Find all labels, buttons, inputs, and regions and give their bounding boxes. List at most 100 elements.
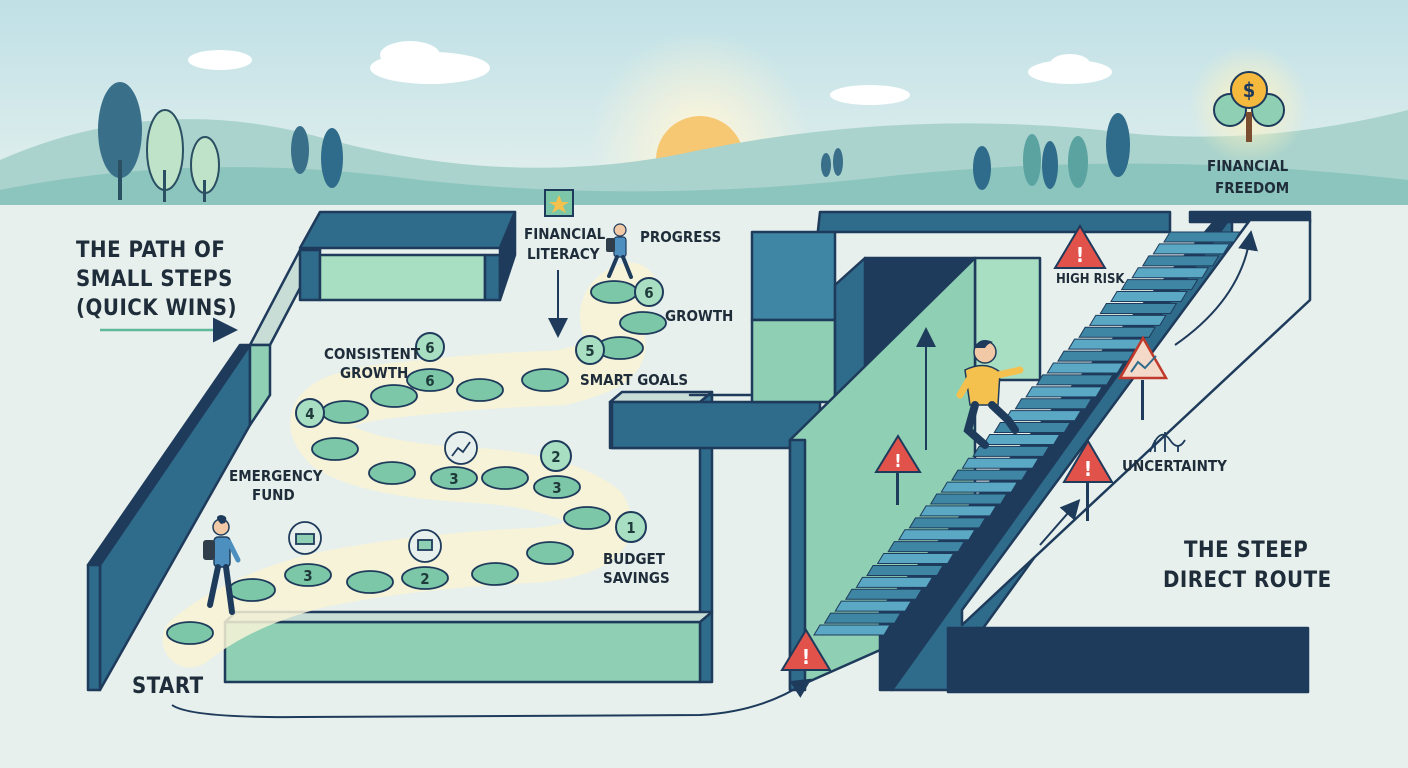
step-labels: FINANCIAL LITERACY PROGRESS GROWTH SMART… <box>229 225 733 587</box>
svg-text:UNCERTAINTY: UNCERTAINTY <box>1122 457 1227 475</box>
svg-text:PROGRESS: PROGRESS <box>640 228 721 246</box>
svg-text:FUND: FUND <box>252 486 295 504</box>
stepping-stones <box>166 280 667 645</box>
svg-text:FREEDOM: FREEDOM <box>1215 179 1289 197</box>
stone-number-3: 3 <box>552 479 561 497</box>
stair-step <box>1120 279 1199 291</box>
stair-step <box>897 529 976 541</box>
progress-person-icon <box>606 223 633 279</box>
stair-step <box>972 445 1050 457</box>
stair-step <box>919 505 997 517</box>
warning-icon: ! <box>1053 224 1107 269</box>
svg-text:GROWTH: GROWTH <box>340 364 408 382</box>
stair-step <box>1067 338 1146 350</box>
stepping-stone <box>563 506 611 530</box>
coins-icon <box>408 529 442 563</box>
star-badge-icon <box>544 189 574 217</box>
svg-text:SMALL STEPS: SMALL STEPS <box>76 267 233 292</box>
stair-step <box>1088 314 1167 326</box>
left-title: THE PATH OF SMALL STEPS (QUICK WINS) <box>76 238 237 321</box>
svg-text:THE PATH OF: THE PATH OF <box>76 238 225 263</box>
stair-step <box>1014 398 1093 410</box>
badge-6: 6 <box>415 332 445 362</box>
stair-step <box>940 481 1019 493</box>
svg-text:6: 6 <box>644 284 653 302</box>
stair-step <box>1057 350 1135 362</box>
stepping-stone <box>526 541 574 565</box>
stair-step <box>887 541 966 553</box>
stepping-stone <box>406 368 454 392</box>
stair-step <box>1131 267 1210 279</box>
stair-step <box>1025 386 1104 398</box>
svg-text:BUDGET: BUDGET <box>603 550 666 568</box>
stepping-stone <box>311 437 359 461</box>
svg-text:LITERACY: LITERACY <box>527 245 600 263</box>
stair-step <box>855 576 934 588</box>
stair-step <box>813 624 891 636</box>
warning-signs: ! ! ! ! <box>780 224 1186 671</box>
stone-number-3: 3 <box>449 470 458 488</box>
svg-text:5: 5 <box>585 342 594 360</box>
stepping-stone <box>456 378 504 402</box>
uncertainty-arrow <box>1039 498 1081 546</box>
stair-step <box>982 433 1061 445</box>
right-title: THE STEEP DIRECT ROUTE <box>1163 538 1332 593</box>
stair-step <box>876 553 955 565</box>
stone-number-6: 6 <box>425 372 434 390</box>
financial-freedom-tree: $ <box>1189 45 1309 165</box>
svg-text:HIGH RISK: HIGH RISK <box>1056 272 1125 287</box>
svg-text:1: 1 <box>626 519 635 537</box>
staircase <box>813 231 1241 636</box>
stepping-stone <box>471 562 519 586</box>
stair-step <box>1046 362 1125 374</box>
stepping-stone <box>401 566 449 590</box>
stair-step <box>950 469 1029 481</box>
svg-text:FINANCIAL: FINANCIAL <box>524 225 606 243</box>
clouds <box>188 41 1112 105</box>
svg-text:2: 2 <box>551 448 560 466</box>
risk-labels: HIGH RISK UNCERTAINTY <box>1056 272 1227 475</box>
badge-6: 6 <box>634 277 664 307</box>
stepping-stone <box>481 466 529 490</box>
stepping-stone <box>284 563 332 587</box>
badge-5: 5 <box>575 335 605 365</box>
stair-step <box>823 612 902 624</box>
svg-text:DIRECT ROUTE: DIRECT ROUTE <box>1163 568 1332 593</box>
svg-text:6: 6 <box>425 339 434 357</box>
stepping-stone <box>368 461 416 485</box>
badge-4: 4 <box>295 398 325 428</box>
stair-step <box>1110 291 1188 303</box>
milestone-icons <box>288 431 478 563</box>
badge-2: 2 <box>540 440 572 472</box>
svg-text:SAVINGS: SAVINGS <box>603 569 670 587</box>
stair-step <box>993 422 1072 434</box>
stair-step <box>929 493 1008 505</box>
arrows <box>100 230 1258 719</box>
stair-step <box>1078 326 1157 338</box>
stair-step <box>866 564 944 576</box>
warning-icon: ! <box>874 434 922 505</box>
svg-text:!: ! <box>802 645 810 669</box>
climber-person-icon <box>956 340 1024 449</box>
stair-step <box>1004 410 1082 422</box>
svg-text:(QUICK WINS): (QUICK WINS) <box>76 296 237 321</box>
wallet-icon <box>288 521 322 555</box>
dollar-coin-icon <box>1230 71 1268 109</box>
svg-text:GROWTH: GROWTH <box>665 307 733 325</box>
svg-text:THE STEEP: THE STEEP <box>1184 538 1308 563</box>
svg-text:!: ! <box>1076 243 1084 267</box>
growth-chart-icon <box>444 431 478 465</box>
winding-path <box>162 262 658 668</box>
stone-number-2: 2 <box>420 570 429 588</box>
stepping-stone <box>346 570 394 594</box>
stepping-stone <box>533 475 581 499</box>
stepping-stone <box>370 384 418 408</box>
stone-number-badges: 3 2 1 3 2 3 4 6 6 5 6 <box>295 277 664 588</box>
svg-text:!: ! <box>1084 457 1092 481</box>
stair-step <box>961 457 1040 469</box>
stair-step <box>1099 302 1178 314</box>
stepping-stone <box>521 368 569 392</box>
svg-text:4: 4 <box>305 405 314 423</box>
stair-step <box>1163 231 1241 243</box>
